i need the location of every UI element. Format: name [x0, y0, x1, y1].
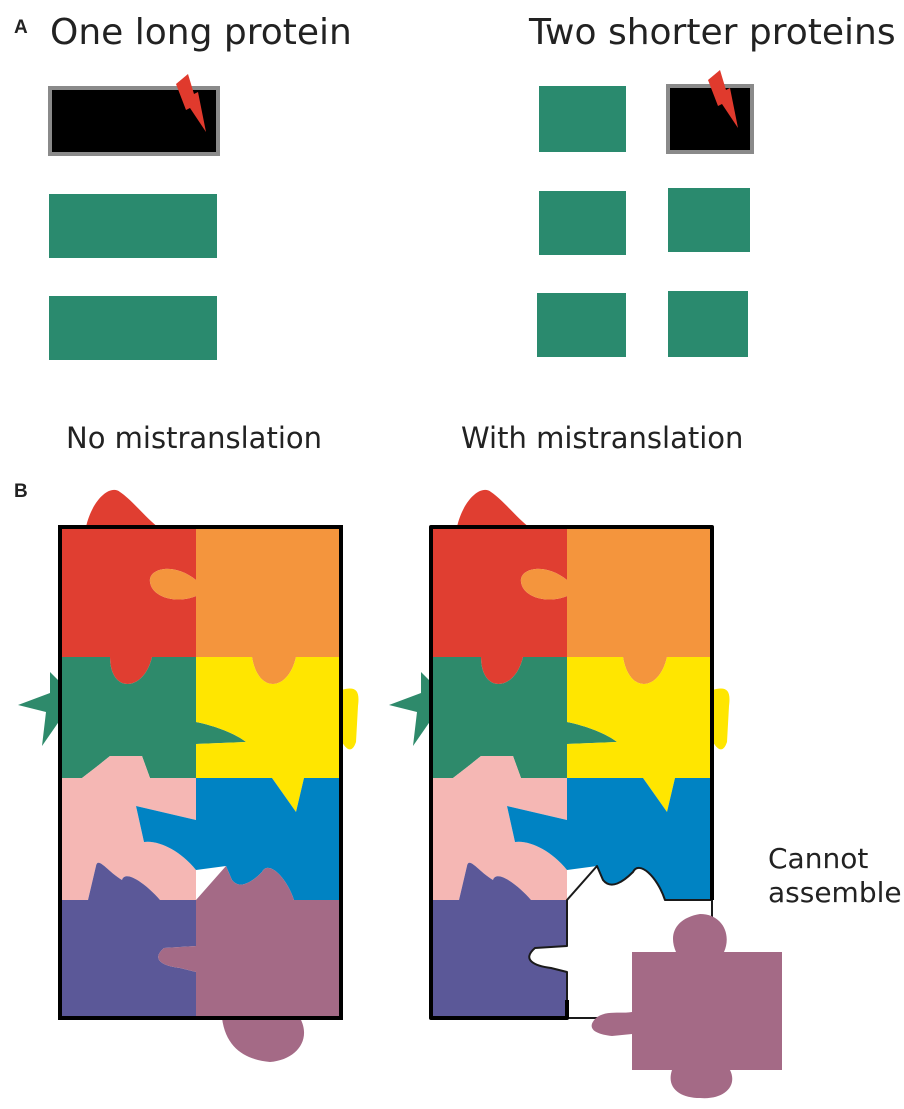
- panel-b-label: B: [14, 481, 28, 502]
- defective-short-protein: [666, 84, 754, 154]
- panel-a-label: A: [14, 17, 28, 38]
- assembled-puzzle: [18, 489, 359, 1062]
- puzzle-frame: [429, 525, 714, 1020]
- short-protein: [537, 293, 626, 357]
- no-mistranslation-title: No mistranslation: [66, 421, 323, 455]
- detached-mauve-puzzle-piece: [591, 914, 782, 1099]
- lightning-icon: [708, 70, 738, 128]
- lightning-icon: [176, 74, 206, 132]
- short-protein: [539, 191, 626, 255]
- cannot-assemble-note: Cannot assemble: [768, 842, 902, 909]
- panel-a: [48, 70, 754, 360]
- with-mistranslation-title: With mistranslation: [461, 421, 744, 455]
- long-protein: [49, 194, 217, 258]
- short-protein: [668, 188, 750, 252]
- long-protein: [49, 296, 217, 360]
- failed-puzzle: [389, 489, 782, 1099]
- two-shorter-proteins-title: Two shorter proteins: [529, 12, 896, 53]
- one-long-protein-title: One long protein: [50, 12, 352, 53]
- short-protein: [668, 291, 748, 357]
- short-protein: [539, 86, 626, 152]
- puzzle-frame: [58, 525, 343, 1020]
